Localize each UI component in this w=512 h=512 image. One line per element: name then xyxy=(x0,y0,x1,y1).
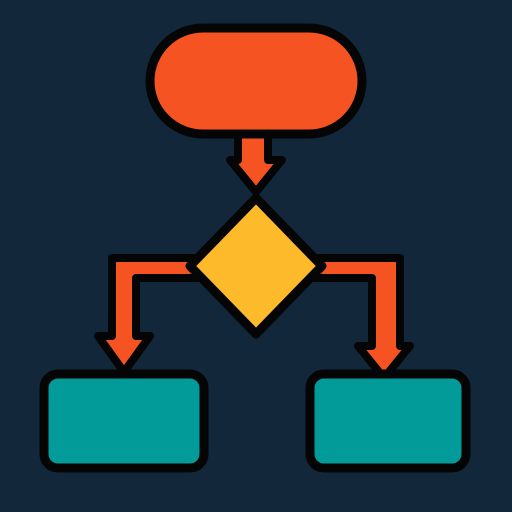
process-node-right xyxy=(305,369,471,473)
connector-decision-to-right-process xyxy=(308,254,414,382)
process-node-left xyxy=(39,369,209,473)
terminator-node xyxy=(145,23,367,139)
decision-node xyxy=(185,193,327,339)
connector-decision-to-right-process-line xyxy=(308,254,414,382)
